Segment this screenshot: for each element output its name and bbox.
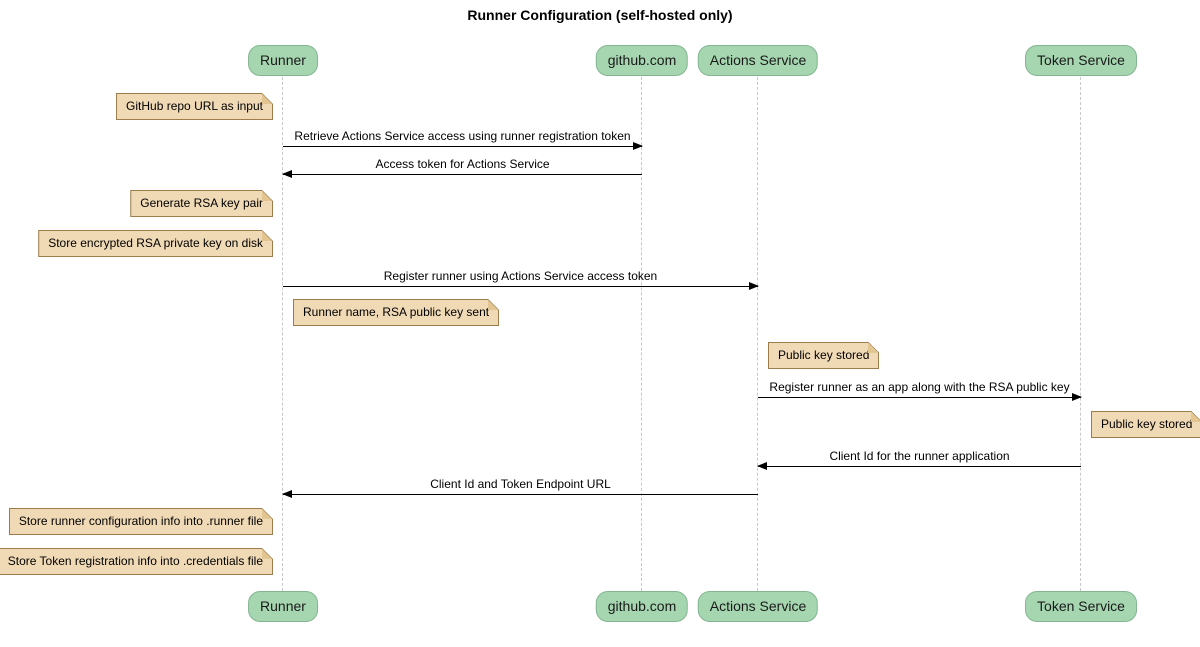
lifeline-runner: [282, 77, 283, 591]
note: Public key stored: [1091, 411, 1200, 438]
participant-token-service-bottom: Token Service: [1025, 591, 1137, 622]
arrowhead-icon: [749, 282, 759, 290]
participant-token-service-top: Token Service: [1025, 45, 1137, 76]
note-text: Store runner configuration info into .ru…: [10, 509, 272, 534]
note-text: GitHub repo URL as input: [117, 94, 272, 119]
participant-runner-bottom: Runner: [248, 591, 318, 622]
message-arrow: Register runner as an app along with the…: [758, 380, 1082, 401]
message-line: [283, 494, 758, 495]
message-line: [283, 174, 642, 175]
message-arrow: Client Id for the runner application: [757, 449, 1081, 470]
note: Store encrypted RSA private key on disk: [38, 230, 273, 257]
note-text: Runner name, RSA public key sent: [294, 300, 498, 325]
participant-github-bottom: github.com: [595, 591, 689, 622]
note: Store Token registration info into .cred…: [0, 548, 273, 575]
lifeline-token-service: [1080, 77, 1081, 591]
note: Public key stored: [768, 342, 879, 369]
note: Store runner configuration info into .ru…: [9, 508, 273, 535]
arrowhead-icon: [633, 142, 643, 150]
note: Runner name, RSA public key sent: [293, 299, 499, 326]
message-arrow: Retrieve Actions Service access using ru…: [283, 129, 643, 150]
message-line: [758, 466, 1081, 467]
note: Generate RSA key pair: [130, 190, 273, 217]
note-text: Store encrypted RSA private key on disk: [39, 231, 272, 256]
arrowhead-icon: [282, 490, 292, 498]
message-label: Access token for Actions Service: [375, 157, 550, 171]
note-text: Store Token registration info into .cred…: [0, 549, 272, 574]
participant-actions-service-top: Actions Service: [697, 45, 819, 76]
participant-github-top: github.com: [595, 45, 689, 76]
note-text: Public key stored: [769, 343, 878, 368]
arrowhead-icon: [757, 462, 767, 470]
message-line: [283, 286, 758, 287]
message-arrow: Client Id and Token Endpoint URL: [282, 477, 758, 498]
message-line: [758, 397, 1081, 398]
message-arrow: Register runner using Actions Service ac…: [283, 269, 759, 290]
lifeline-github: [641, 77, 642, 591]
note-text: Generate RSA key pair: [131, 191, 272, 216]
arrowhead-icon: [282, 170, 292, 178]
arrowhead-icon: [1072, 393, 1082, 401]
participant-actions-service-bottom: Actions Service: [697, 591, 819, 622]
message-label: Register runner using Actions Service ac…: [383, 269, 658, 283]
lifeline-actions-service: [757, 77, 758, 591]
message-line: [283, 146, 642, 147]
message-label: Register runner as an app along with the…: [769, 380, 1070, 394]
message-label: Client Id for the runner application: [829, 449, 1010, 463]
message-label: Client Id and Token Endpoint URL: [430, 477, 611, 491]
diagram-title: Runner Configuration (self-hosted only): [467, 7, 733, 23]
message-label: Retrieve Actions Service access using ru…: [294, 129, 631, 143]
note: GitHub repo URL as input: [116, 93, 273, 120]
participant-runner-top: Runner: [248, 45, 318, 76]
note-text: Public key stored: [1092, 412, 1200, 437]
message-arrow: Access token for Actions Service: [282, 157, 642, 178]
